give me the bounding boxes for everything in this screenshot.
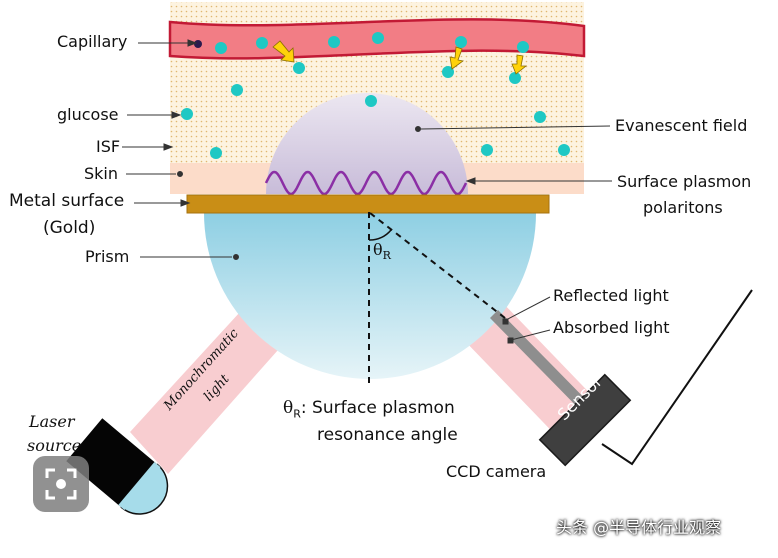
glucose-molecule xyxy=(534,111,546,123)
theta-definition-line2: resonance angle xyxy=(317,425,458,445)
isf-label: ISF xyxy=(96,137,121,156)
theta-def-symbol: θ xyxy=(283,398,294,418)
metal-gold-label: (Gold) xyxy=(43,218,96,238)
theta-definition-line1: θR: Surface plasmon xyxy=(283,398,455,421)
absorbed-light-label: Absorbed light xyxy=(553,318,670,337)
gold-metal-surface xyxy=(186,194,550,214)
glucose-molecule xyxy=(215,42,227,54)
metal-surface-label: Metal surface xyxy=(9,191,125,211)
glucose-molecule xyxy=(194,40,202,48)
glucose-molecule xyxy=(442,66,454,78)
ccd-camera-label: CCD camera xyxy=(446,462,547,481)
spp-wave xyxy=(264,170,468,196)
camera-cable xyxy=(601,289,753,466)
glucose-label: glucose xyxy=(57,105,119,124)
theta-def-text1: : Surface plasmon xyxy=(300,398,455,418)
scan-icon[interactable] xyxy=(33,456,89,512)
glucose-molecule xyxy=(231,84,243,96)
spp-label-line1: Surface plasmon xyxy=(617,172,752,191)
theta-subscript: R xyxy=(382,249,391,263)
watermark: 头条 @半导体行业观察 xyxy=(556,518,722,537)
angle-arc xyxy=(368,229,392,241)
glucose-molecule xyxy=(481,144,493,156)
glucose-molecule xyxy=(210,147,222,159)
skin-label: Skin xyxy=(84,164,119,183)
laser-source-label-line1: Laser xyxy=(29,412,75,431)
reflected-light-label: Reflected light xyxy=(553,286,669,305)
prism xyxy=(204,213,536,379)
spp-label-line2: polaritons xyxy=(643,198,723,217)
glucose-molecule xyxy=(372,32,384,44)
glucose-molecule xyxy=(181,108,193,120)
theta-r-angle-label: θR xyxy=(373,240,391,263)
capillary-label: Capillary xyxy=(57,32,128,51)
evanescent-field-label: Evanescent field xyxy=(615,116,748,135)
glucose-molecule xyxy=(509,72,521,84)
theta-def-subscript: R xyxy=(293,407,301,421)
glucose-molecule xyxy=(293,62,305,74)
glucose-molecule xyxy=(365,95,377,107)
prism-label: Prism xyxy=(85,247,130,266)
scan-icon-glyph xyxy=(45,468,77,500)
ccd-camera xyxy=(538,373,632,467)
glucose-molecule xyxy=(328,36,340,48)
evanescent-field xyxy=(266,93,468,194)
leader-lines xyxy=(122,39,612,344)
glucose-molecule xyxy=(558,144,570,156)
arrow-icon xyxy=(272,40,528,75)
theta-symbol: θ xyxy=(373,240,383,259)
glucose-molecule xyxy=(256,37,268,49)
glucose-molecule xyxy=(517,41,529,53)
glucose-molecule xyxy=(455,36,467,48)
laser-source-label-line2: source xyxy=(27,436,82,455)
incident-beam xyxy=(130,312,278,474)
laser-source-device xyxy=(66,418,169,515)
glucose-molecules xyxy=(181,32,570,159)
